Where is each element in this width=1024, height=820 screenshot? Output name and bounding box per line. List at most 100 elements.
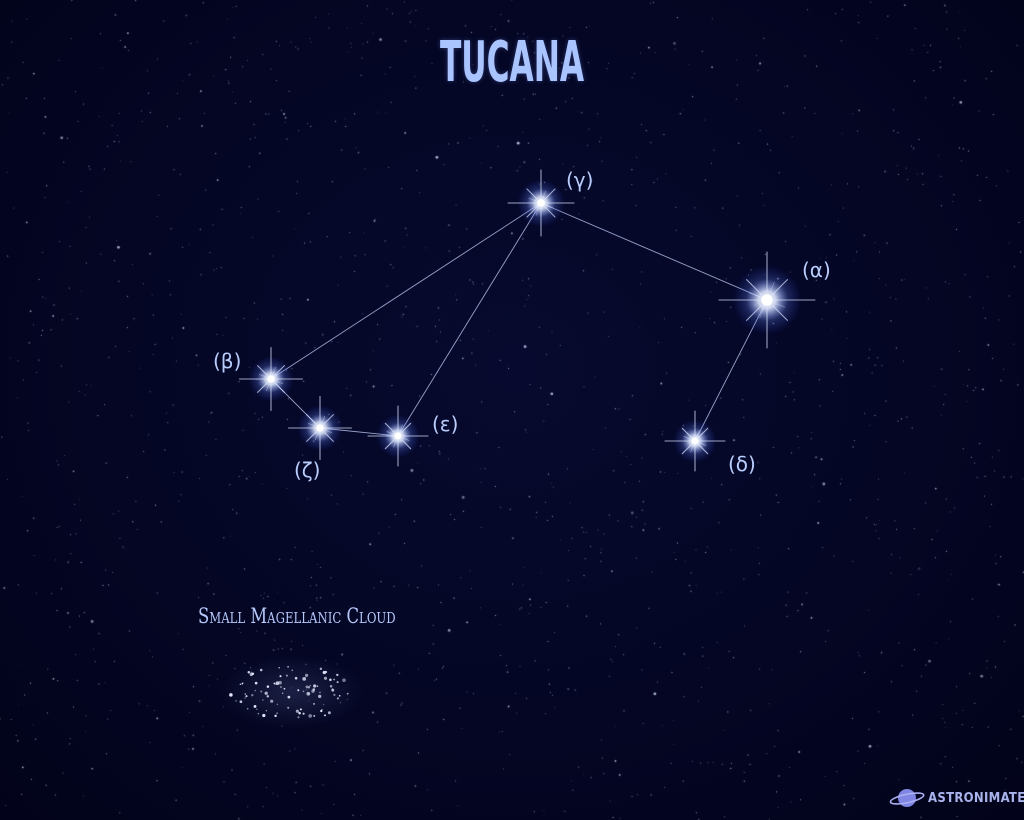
smc-star [338,694,341,697]
line-gamma-alpha [540,202,768,301]
smc-star [266,695,270,698]
star-label-epsilon: (ε) [432,412,459,436]
smc-star [278,667,280,669]
smc-star [313,714,316,717]
smc-star [259,668,263,672]
smc-star [329,678,332,682]
smc-star [319,667,323,670]
star-zeta [287,395,353,461]
constellation-title: TUCANA [439,30,585,95]
star-label-beta: (β) [213,349,242,373]
smc-star [235,700,237,702]
smc-star [294,676,298,680]
smc-star [265,710,268,712]
smc-star [239,683,242,686]
smc-star [256,708,258,711]
star-gamma [507,169,575,237]
star-delta [664,410,726,472]
smc-star [322,670,326,675]
smc-star [270,699,274,703]
smc-star [287,706,290,709]
smc-star [302,712,305,715]
smc-star [279,675,282,678]
star-label-alpha: (α) [802,258,831,282]
smc-star [333,693,336,697]
smc-star [285,674,288,677]
smc-star [307,686,311,689]
smc-star [331,688,334,691]
smc-label: Small Magellanic Cloud [198,604,396,628]
smc-star [302,690,305,693]
smc-star [306,691,311,696]
smc-star [297,689,300,692]
line-beta-gamma [270,202,542,380]
smc-star [319,691,321,694]
astronimate-logo: ASTRONIMATE [888,786,1024,810]
smc-star [244,693,247,695]
smc-star [264,691,268,695]
star-beta [238,346,304,412]
smc-star [287,665,290,668]
star-label-gamma: (γ) [566,168,594,192]
smc-star [320,709,323,713]
smc-star [336,673,339,677]
star-alpha [718,251,816,349]
smc-star [327,711,331,715]
smc-star [308,714,313,718]
smc-star [333,678,335,681]
smc-star [253,704,257,708]
smc-star [342,678,346,683]
small-magellanic-cloud [217,654,367,730]
star-label-zeta: (ζ) [294,458,321,482]
smc-star [313,684,317,688]
smc-star [262,699,264,701]
smc-star [239,700,243,704]
smc-star [312,702,316,705]
smc-star [241,682,244,685]
smc-star [311,689,315,693]
smc-star [278,680,282,685]
smc-star [280,686,282,688]
smc-star [297,716,300,719]
smc-star [247,671,251,674]
smc-star [262,713,266,718]
constellation-lines [270,202,768,442]
planet-icon [889,789,925,807]
smc-star [251,672,255,676]
smc-star [302,677,307,681]
smc-star [287,695,291,699]
smc-star [273,682,276,685]
smc-star [283,687,286,690]
smc-star [250,671,252,673]
smc-star [260,690,263,693]
smc-star [257,712,260,715]
smc-star [305,685,309,689]
line-gamma-epsilon [397,202,542,437]
smc-star [274,714,277,718]
smc-star [329,684,333,688]
smc-star [295,709,300,713]
smc-star [251,694,254,697]
constellation-stars [238,169,816,472]
smc-star [323,714,327,717]
smc-star [275,681,280,685]
brand-name: ASTRONIMATE [928,790,1024,806]
smc-star [323,676,328,680]
star-epsilon [367,405,429,467]
smc-star [229,693,233,697]
smc-star [346,692,349,695]
smc-star [291,669,293,672]
smc-star [276,712,279,715]
smc-star [297,689,300,692]
smc-star [336,681,339,684]
smc-star [276,703,278,705]
smc-star [254,689,257,692]
smc-star [245,695,248,698]
smc-star [309,685,311,687]
smc-star [318,694,322,699]
star-label-delta: (δ) [728,452,756,476]
smc-star [304,673,309,678]
